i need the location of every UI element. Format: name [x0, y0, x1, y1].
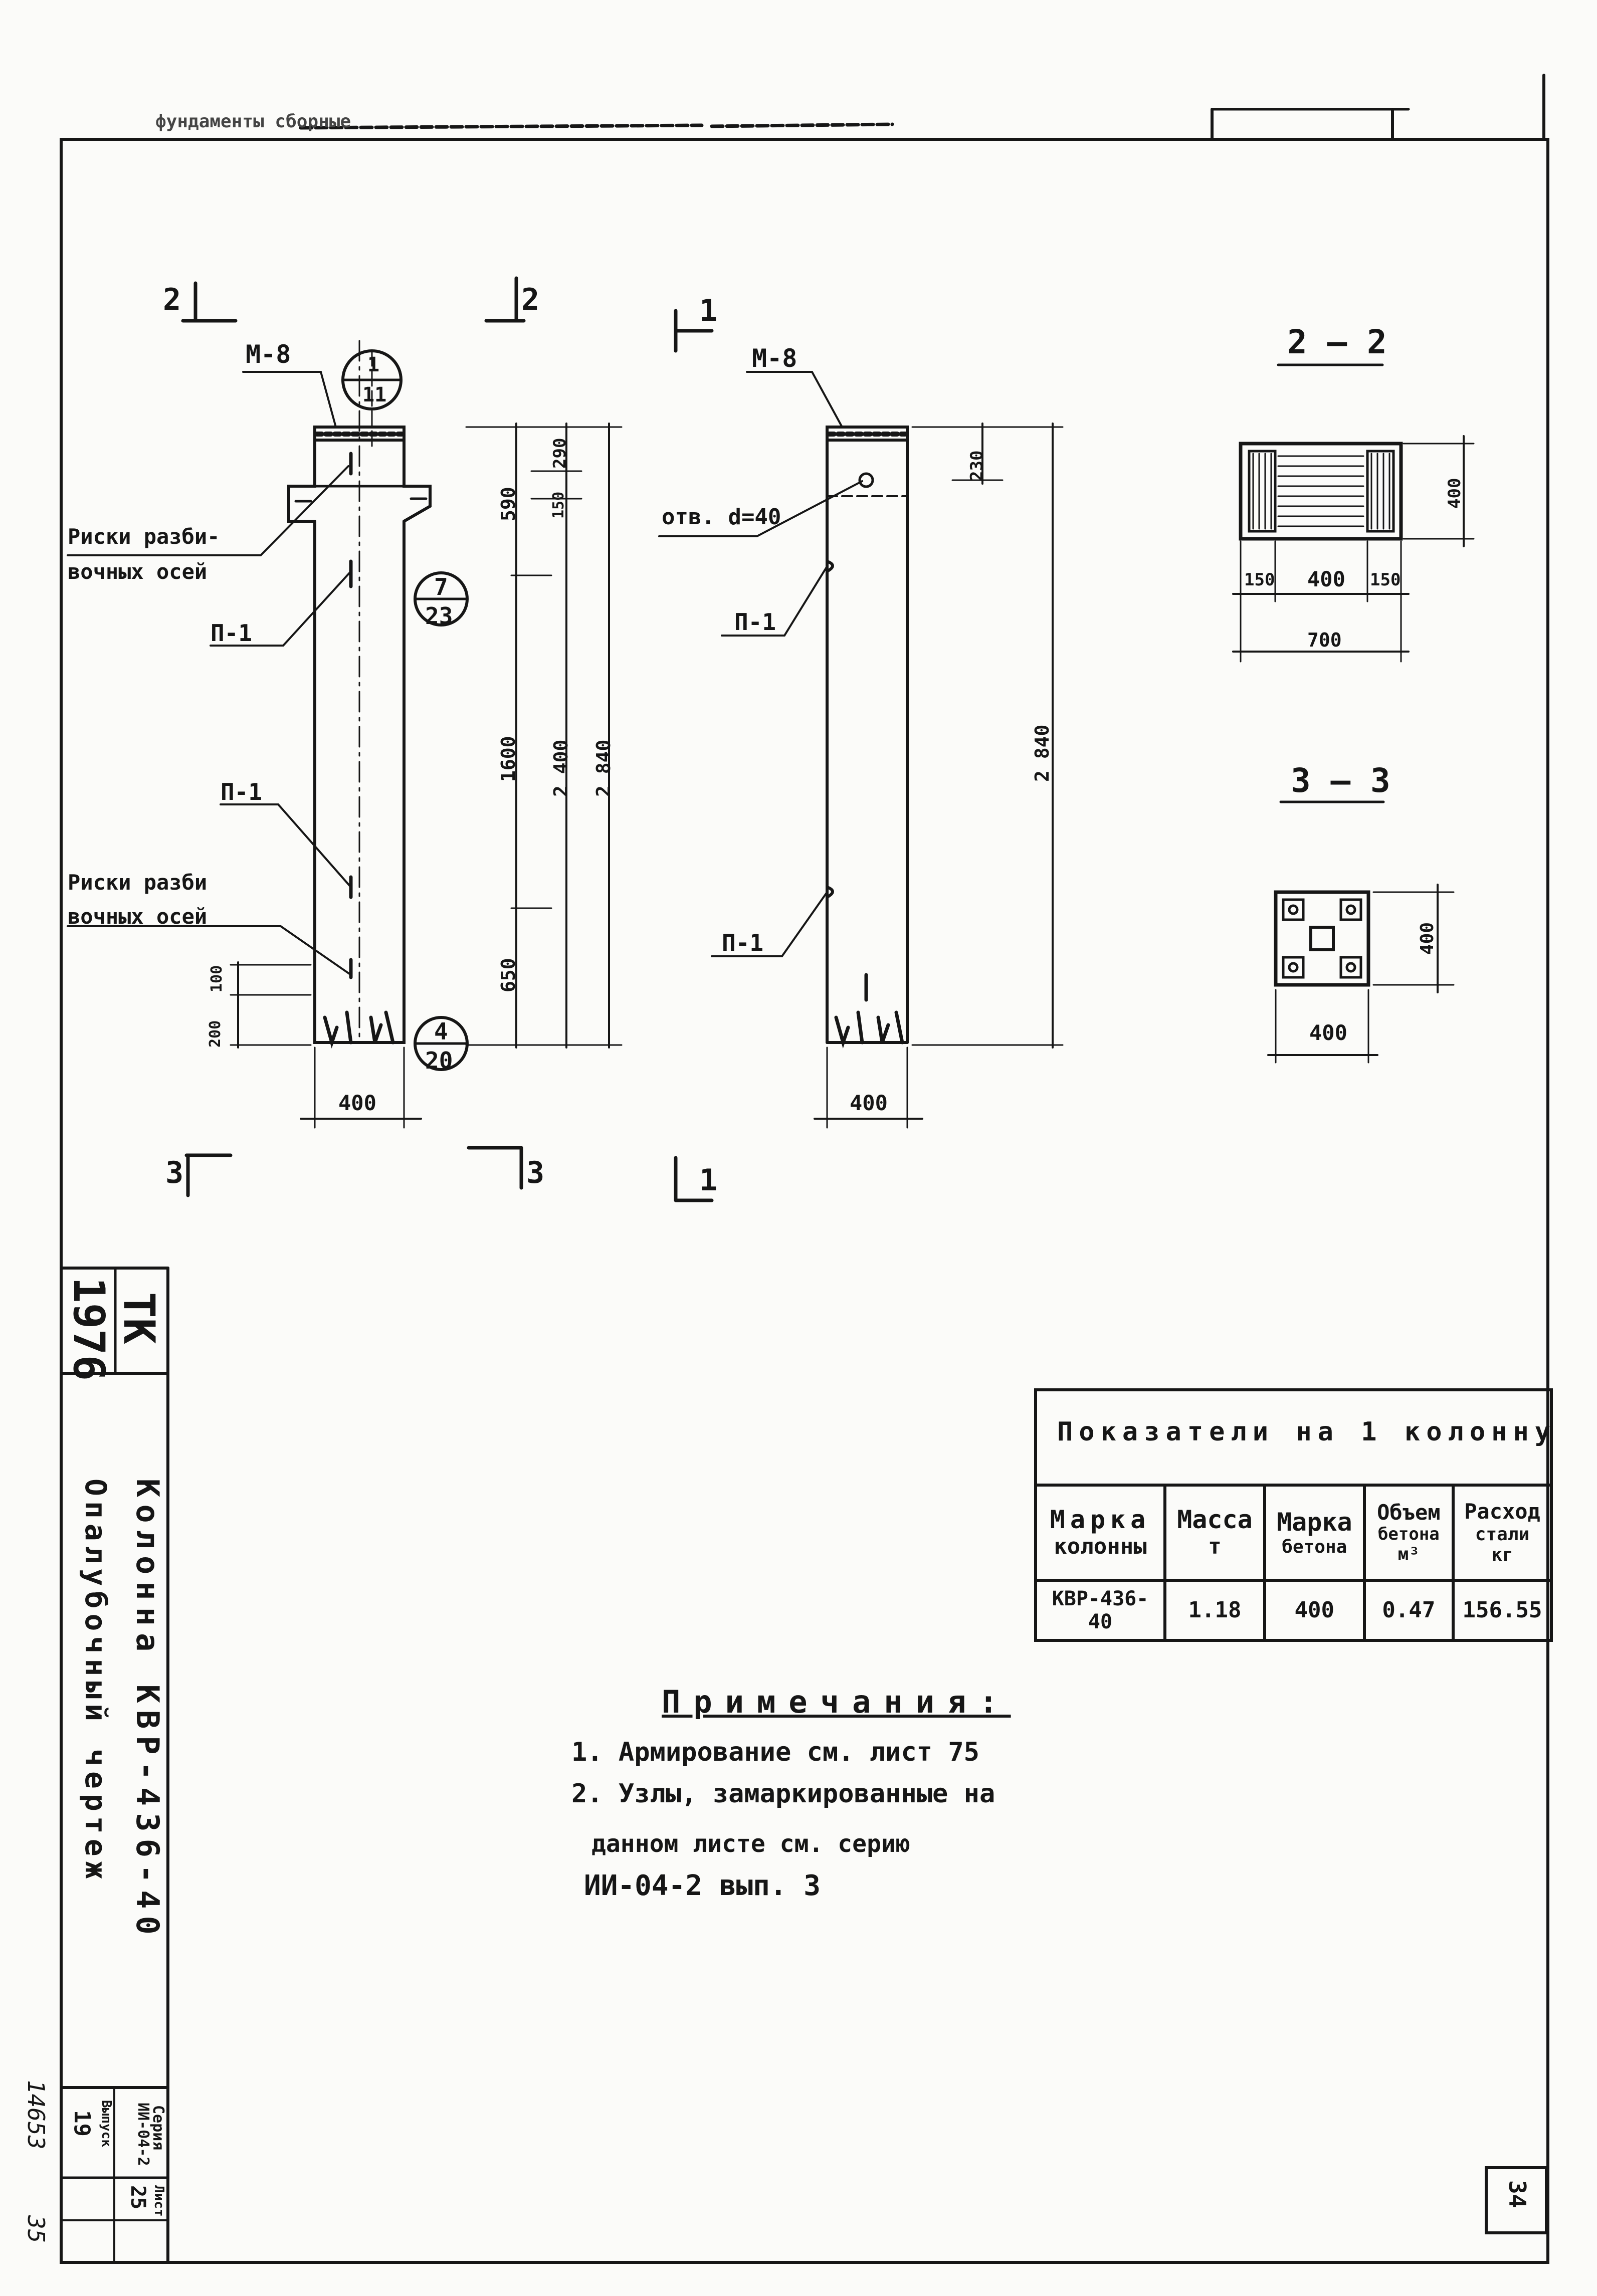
cell-volume: 0.47 [1362, 1579, 1455, 1642]
dim-230: 230 [967, 450, 987, 481]
stamp-frame [60, 1267, 169, 2264]
stamp-org: ТК [114, 1292, 164, 1344]
section-mark-2-right: 2 [521, 282, 540, 317]
section-2-2 [1232, 363, 1475, 663]
indicators-block: Показатели на 1 колонну [1034, 1388, 1553, 1484]
dim-590: 590 [497, 487, 519, 521]
stamp-series-value: ИИ-04-2 [134, 2103, 152, 2166]
stamp-title-line1: Колонна КВР-436-40 [129, 1479, 166, 1942]
notes-title: Примечания: [662, 1684, 1011, 1720]
indicators-title: Показатели на 1 колонну [1057, 1417, 1557, 1447]
p1-label-right-a: П-1 [734, 608, 776, 636]
section-mark-1-top: 1 [699, 293, 718, 328]
stamp-sheet-value: 25 [126, 2185, 149, 2210]
dim-2400: 2 400 [550, 739, 572, 797]
drawing-frame [60, 138, 1549, 2264]
dim-150: 150 [550, 491, 567, 519]
cell-column-mark: КВР-436-40 [1034, 1579, 1167, 1642]
section-2-2-dim-height: 400 [1445, 478, 1465, 509]
section-mark-1-bottom: 1 [699, 1163, 718, 1198]
p1-label-left-b: П-1 [221, 778, 263, 805]
dim-290: 290 [550, 438, 570, 469]
notes-line-1: 1. Армирование см. лист 75 [571, 1737, 979, 1767]
section-mark-2-left: 2 [163, 282, 181, 317]
table-header-row: Марка колонны Масса т Марка бетона Объем… [1034, 1484, 1553, 1582]
stamp-series-label: Серия [149, 2105, 167, 2151]
dim-200: 200 [207, 1020, 224, 1048]
cell-concrete-grade: 400 [1263, 1579, 1366, 1642]
node-top-num: 1 [367, 353, 380, 376]
dim-100: 100 [208, 965, 226, 992]
notes-line-4: ИИ-04-2 вып. 3 [584, 1869, 821, 1902]
section-2-2-title: 2 – 2 [1287, 323, 1387, 361]
stamp-inv-number: 14653 [23, 2080, 50, 2150]
dim-2840-right: 2 840 [1031, 724, 1053, 782]
stamp-year: 1976 [64, 1277, 114, 1381]
stamp-sheet-label: Лист [151, 2185, 166, 2217]
cell-mass: 1.18 [1163, 1579, 1266, 1642]
header-scribble: фундаменты сборные [155, 111, 351, 132]
section-3-3-title: 3 – 3 [1291, 761, 1390, 800]
section-3-3-dim-width: 400 [1309, 1020, 1347, 1045]
p1-label-left-a: П-1 [211, 619, 253, 647]
node-top-sheet: 11 [362, 383, 387, 406]
section-mark-3-left: 3 [165, 1155, 184, 1190]
risks-label-1-line2: вочных осей [68, 559, 208, 584]
node-bottom-num: 4 [434, 1018, 448, 1045]
section-2-2-dim-b: 400 [1307, 567, 1345, 591]
risks-label-1-line1: Риски разби- [68, 524, 220, 549]
notes-line-3: данном листе см. серию [591, 1830, 910, 1858]
header-cell-mass: Масса т [1163, 1484, 1266, 1582]
table-row: КВР-436-40 1.18 400 0.47 156.55 [1034, 1579, 1553, 1642]
left-column-elevation [67, 276, 623, 1197]
hole-label: отв. d=40 [662, 504, 781, 530]
p1-label-right-b: П-1 [722, 929, 764, 956]
corner-sheet-box [1485, 2166, 1548, 2234]
embed-label-left: М-8 [246, 340, 291, 369]
risks-label-2-line2: вочных осей [68, 904, 208, 929]
dim-width-right: 400 [850, 1091, 888, 1115]
section-mark-3-right: 3 [526, 1155, 545, 1190]
right-column-elevation [658, 309, 1064, 1202]
risks-label-2-line1: Риски разби [68, 870, 208, 895]
notes-line-2: 2. Узлы, замаркированные на [571, 1779, 995, 1809]
stamp-issue-value: 19 [69, 2110, 95, 2137]
dim-650: 650 [497, 958, 519, 992]
cell-steel: 156.55 [1451, 1579, 1553, 1642]
dim-1600: 1600 [497, 736, 519, 782]
section-2-2-dim-c: 150 [1370, 570, 1401, 590]
node-mid-sheet: 23 [425, 602, 453, 630]
header-cell-volume: Объем бетона м³ [1362, 1484, 1455, 1582]
section-3-3 [1267, 800, 1455, 1064]
header-cell-concrete-grade: Марка бетона [1263, 1484, 1366, 1582]
dim-width-left: 400 [338, 1091, 376, 1115]
node-mid-num: 7 [434, 573, 448, 600]
header-cell-steel: Расход стали кг [1451, 1484, 1553, 1582]
stamp-page-number: 35 [23, 2215, 50, 2243]
section-2-2-dim-total: 700 [1307, 629, 1342, 651]
corner-sheet-number: 34 [1504, 2180, 1531, 2208]
dim-2840-left: 2 840 [592, 739, 615, 797]
section-2-2-dim-a: 150 [1244, 570, 1275, 590]
embed-label-right: М-8 [752, 344, 797, 373]
header-cell-mark: Марка колонны [1034, 1484, 1167, 1582]
indicators-table: Марка колонны Масса т Марка бетона Объем… [1034, 1484, 1553, 1642]
stamp-title-line2: Опалубочный чертеж [79, 1479, 113, 1884]
section-3-3-dim-height: 400 [1417, 922, 1438, 955]
stamp-issue-label: Выпуск [99, 2100, 114, 2147]
node-bottom-sheet: 20 [425, 1047, 453, 1074]
